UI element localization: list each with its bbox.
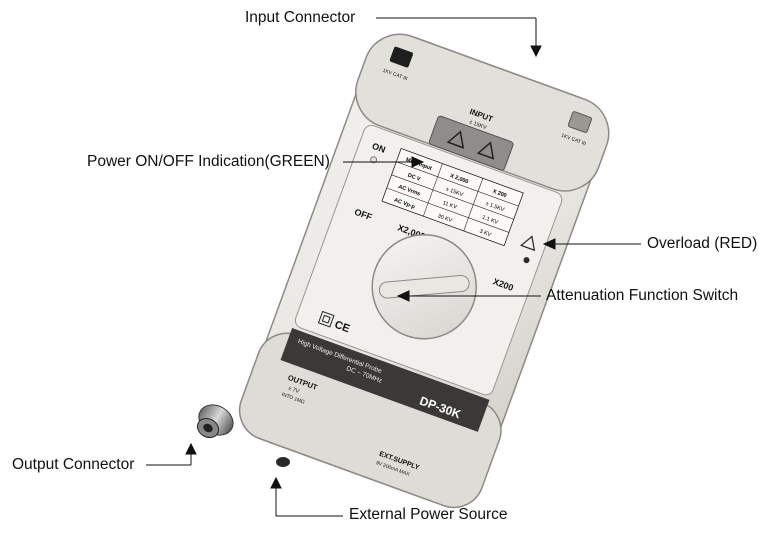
arrowhead (270, 476, 282, 489)
overload-led (523, 257, 530, 264)
warning-icon (476, 141, 495, 160)
spec-cell: ± 15KV (445, 186, 464, 198)
callout-output-connector: Output Connector (12, 456, 135, 473)
callout-power-indication: Power ON/OFF Indication(GREEN) (87, 153, 330, 170)
double-insulation-icon (317, 310, 335, 328)
overload-warning-icon (520, 235, 536, 252)
spec-cell: 11 KV (442, 200, 458, 211)
spec-cell: 1.1 KV (481, 215, 499, 226)
spec-table: Max. Input X 2,000 X 200 DC V ± 15KV ± 1… (381, 147, 524, 247)
arrowhead (185, 442, 197, 455)
arrowhead (411, 156, 425, 168)
arrowhead (530, 45, 542, 58)
arrowhead (542, 238, 556, 250)
ce-mark: CE (333, 319, 351, 336)
input-jack-negative[interactable] (389, 46, 413, 68)
spec-cell: 30 KV (437, 213, 453, 224)
spec-header-cell: X 200 (492, 189, 508, 200)
power-led (370, 156, 378, 164)
output-voltage: ± 7V (287, 386, 300, 396)
spec-cell: DC V (407, 173, 422, 183)
spec-cell: 3 KV (479, 229, 493, 239)
ext-power-jack[interactable] (276, 457, 290, 467)
warning-icon (446, 130, 465, 149)
model-strip (280, 328, 490, 432)
input-jack-positive[interactable] (567, 111, 593, 133)
callout-input-connector: Input Connector (245, 9, 356, 26)
callout-overload: Overload (RED) (647, 235, 758, 252)
bnc-output-connector[interactable] (193, 399, 238, 441)
callout-external-power: External Power Source (349, 506, 508, 523)
switch-on-label: ON (371, 141, 387, 155)
callout-attenuation-switch: Attenuation Function Switch (546, 287, 739, 304)
input-rating: ± 15KV (468, 119, 487, 131)
callout-leaders (146, 17, 641, 517)
knob-grip (378, 275, 470, 299)
probe-body: INPUT ± 15KV 1KV CAT III 1KV CAT III Max… (238, 33, 610, 509)
arrowhead (396, 290, 410, 302)
